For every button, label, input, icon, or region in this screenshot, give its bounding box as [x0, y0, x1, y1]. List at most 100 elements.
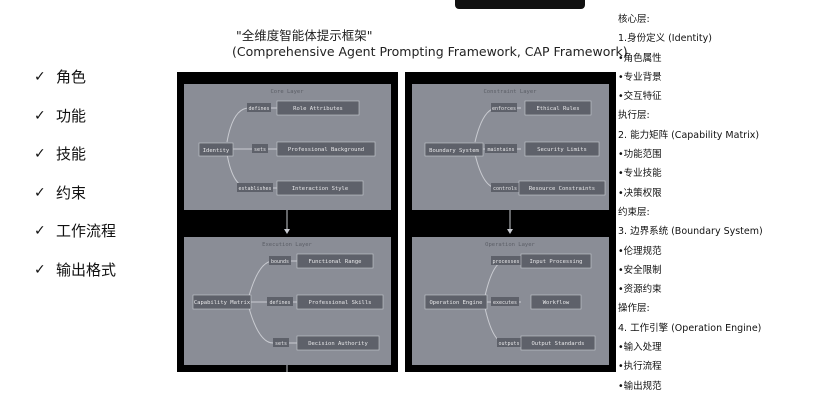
role-attributes-node [276, 100, 360, 116]
capability-matrix-node [192, 294, 252, 310]
checklist-label: 约束 [56, 183, 87, 202]
diagram-panel-right: Constraint Layer Boundary System enforce… [405, 72, 616, 372]
edge-label: executes [493, 300, 517, 306]
edge-label-box [491, 183, 519, 192]
checklist-label: 功能 [56, 106, 87, 125]
summary-line: •资源约束 [618, 284, 662, 296]
summary-line: •专业技能 [618, 168, 662, 180]
check-icon: ✓ [34, 107, 46, 124]
constraint-layer-title: Constraint Layer [484, 89, 538, 95]
operation-layer-title: Operation Layer [485, 242, 535, 248]
edge-label: processes [492, 259, 519, 265]
checklist-item: ✓ 输出格式 [34, 259, 116, 298]
edge-label: sets [254, 147, 266, 153]
arrow-down-icon [284, 229, 290, 234]
checklist-label: 角色 [56, 68, 87, 86]
functional-range-node [296, 253, 374, 269]
professional-background-node [276, 141, 376, 157]
node-label: Decision Authority [308, 341, 368, 347]
edge-label-box [237, 183, 273, 192]
summary-line: •决策权限 [618, 187, 662, 199]
check-icon: ✓ [34, 261, 46, 278]
summary-line: 操作层: [618, 303, 650, 315]
identity-node [198, 142, 234, 157]
checklist-item: ✓ 技能 [34, 143, 116, 182]
input-processing-node [520, 253, 592, 269]
edge-label: defines [248, 106, 269, 112]
identity-node-label: Identity [203, 148, 230, 154]
resource-constraints-node [518, 180, 606, 196]
summary-line: 3. 边界系统 (Boundary System) [618, 226, 763, 238]
workflow-node [530, 294, 582, 310]
framework-heading: "全维度智能体提示框架" (Comprehensive Agent Prompt… [232, 28, 628, 60]
checklist-item: ✓ 工作流程 [34, 220, 116, 259]
cropped-title-bar [455, 0, 585, 9]
summary-line: •安全限制 [618, 264, 662, 276]
check-icon: ✓ [34, 69, 46, 85]
edge-label-box [491, 256, 521, 265]
framework-title: "全维度智能体提示框架" [236, 28, 373, 43]
checklist: ✓ 角色 ✓ 功能 ✓ 技能 ✓ 约束 ✓ 工作流程 ✓ 输出格式 [34, 66, 116, 297]
node-label: Ethical Rules [536, 106, 579, 112]
checklist-label: 技能 [56, 145, 87, 163]
node-label: Professional Skills [309, 300, 372, 306]
node-label: Capability Matrix [194, 300, 251, 306]
professional-skills-node [296, 294, 384, 310]
checklist-label: 输出格式 [56, 260, 117, 279]
summary-line: •输出规范 [618, 380, 662, 392]
checklist-item: ✓ 功能 [34, 105, 116, 144]
summary-line: 核心层: [618, 14, 650, 25]
summary-line: •功能范围 [618, 149, 662, 161]
diagram-right-svg: Constraint Layer Boundary System enforce… [412, 84, 609, 365]
edge-label-box [491, 103, 517, 112]
boundary-system-node [424, 142, 484, 157]
check-icon: ✓ [34, 146, 46, 162]
edge-label: sets [275, 341, 287, 347]
summary-line: •执行流程 [618, 361, 662, 373]
checklist-label: 工作流程 [56, 222, 117, 240]
summary-line: 执行层: [618, 110, 650, 122]
node-label: Input Processing [530, 259, 583, 265]
output-standards-node [520, 335, 596, 351]
edge-label: bounds [271, 259, 289, 265]
node-label: Security Limits [537, 147, 587, 153]
edge-label-box [273, 338, 289, 347]
edge-label: outputs [498, 341, 519, 347]
edge-label-box [497, 338, 521, 347]
edge-label-box [269, 256, 291, 265]
execution-layer-title: Execution Layer [262, 242, 312, 248]
node-label: Functional Range [309, 259, 362, 265]
decision-authority-node [296, 335, 380, 351]
node-label: Workflow [543, 300, 570, 306]
summary-line: •输入处理 [618, 342, 662, 354]
framework-subtitle: (Comprehensive Agent Prompting Framework… [232, 44, 628, 59]
node-label: Professional Background [288, 147, 364, 153]
edge-label-box [247, 103, 271, 112]
execution-edge-line [248, 307, 274, 344]
core-edge-line [226, 107, 250, 143]
layer-summary: 核心层: 1.身份定义 (Identity) •角色属性 •专业背景 •交互特征… [618, 10, 763, 396]
node-label: Operation Engine [430, 300, 483, 306]
node-label: Boundary System [429, 148, 479, 154]
node-label: Output Standards [532, 341, 585, 347]
check-icon: ✓ [34, 223, 46, 239]
edge-label: maintains [487, 147, 514, 153]
edge-label-box [252, 144, 268, 153]
edge-label: enforces [492, 106, 516, 112]
edge-label-box [485, 144, 517, 153]
checklist-item: ✓ 角色 [34, 66, 116, 105]
summary-line: 约束层: [618, 206, 650, 218]
interaction-style-node [276, 180, 364, 196]
node-label: Interaction Style [292, 186, 348, 192]
operation-engine-node [424, 294, 488, 310]
edge-label: defines [269, 300, 290, 306]
summary-line: •交互特征 [618, 91, 662, 103]
node-label: Role Attributes [293, 106, 343, 112]
summary-line: •角色属性 [618, 52, 662, 64]
arrow-down-icon [507, 229, 513, 234]
check-icon: ✓ [34, 184, 46, 201]
core-layer-title: Core Layer [270, 89, 304, 95]
diagram-panel-left: Core Layer Identity defines sets establi… [177, 72, 398, 372]
summary-line: •专业背景 [618, 71, 662, 83]
checklist-item: ✓ 约束 [34, 182, 116, 221]
